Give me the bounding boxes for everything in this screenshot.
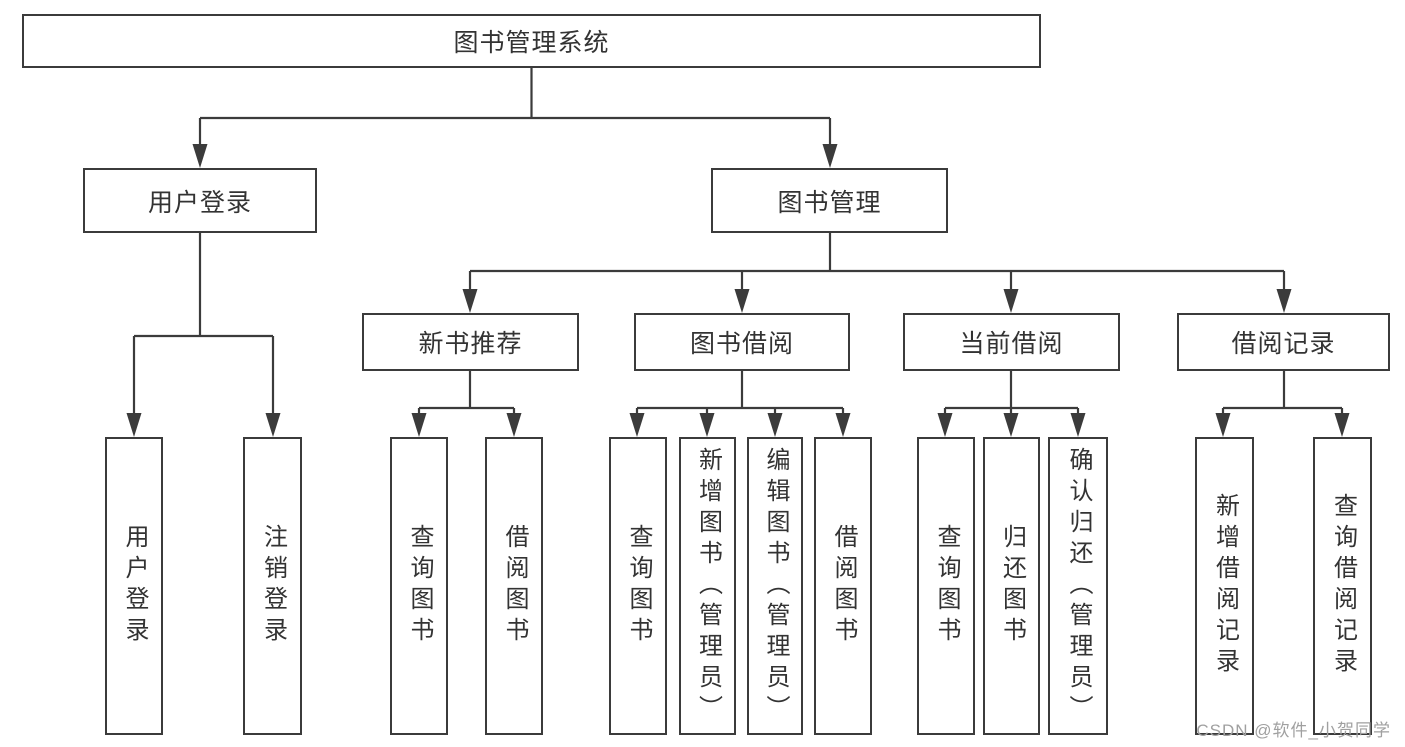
node-borrow-records: 借阅记录 xyxy=(1177,313,1390,371)
leaf-borrow-books-recommend-label: 借阅图书 xyxy=(501,524,528,648)
node-user-login: 用户登录 xyxy=(83,168,317,233)
leaf-return-book-label: 归还图书 xyxy=(998,524,1026,648)
csdn-watermark: CSDN @软件_小贺同学 xyxy=(1196,721,1391,740)
leaf-borrow-books-borrow: 借阅图书 xyxy=(814,437,872,735)
leaf-logout-label: 注销登录 xyxy=(259,524,287,648)
node-root-label: 图书管理系统 xyxy=(453,29,610,57)
leaf-query-books-borrow-label: 查询图书 xyxy=(625,524,652,648)
leaf-borrow-books-borrow-label: 借阅图书 xyxy=(830,524,857,648)
node-borrow-records-label: 借阅记录 xyxy=(1231,330,1336,358)
node-new-book-recommend: 新书推荐 xyxy=(362,313,579,371)
node-book-borrow-label: 图书借阅 xyxy=(689,330,794,358)
leaf-edit-book-admin: 编辑图书（管理员） xyxy=(747,437,803,735)
leaf-add-borrow-record: 新增借阅记录 xyxy=(1195,437,1254,735)
leaf-query-books-current: 查询图书 xyxy=(917,437,975,735)
leaf-query-books-recommend-label: 查询图书 xyxy=(406,524,433,648)
node-current-borrow-label: 当前借阅 xyxy=(959,330,1064,358)
leaf-logout: 注销登录 xyxy=(243,437,302,735)
leaf-query-borrow-record: 查询借阅记录 xyxy=(1313,437,1372,735)
leaf-query-books-recommend: 查询图书 xyxy=(390,437,448,735)
leaf-add-book-admin: 新增图书（管理员） xyxy=(679,437,736,735)
node-user-login-label: 用户登录 xyxy=(147,188,252,217)
node-book-borrow: 图书借阅 xyxy=(634,313,850,371)
leaf-query-borrow-record-label: 查询借阅记录 xyxy=(1329,493,1357,679)
leaf-edit-book-admin-label: 编辑图书（管理员） xyxy=(762,446,789,726)
node-new-book-recommend-label: 新书推荐 xyxy=(418,330,523,358)
leaf-add-book-admin-label: 新增图书（管理员） xyxy=(694,446,722,726)
node-current-borrow: 当前借阅 xyxy=(903,313,1120,371)
leaf-user-login: 用户登录 xyxy=(105,437,163,735)
node-book-management-label: 图书管理 xyxy=(777,188,882,217)
leaf-query-books-borrow: 查询图书 xyxy=(609,437,667,735)
node-book-management: 图书管理 xyxy=(711,168,948,233)
leaf-user-login-label: 用户登录 xyxy=(121,524,148,648)
leaf-query-books-current-label: 查询图书 xyxy=(933,524,960,648)
leaf-confirm-return-admin-label: 确认归还（管理员） xyxy=(1065,446,1092,726)
leaf-return-book: 归还图书 xyxy=(983,437,1040,735)
leaf-borrow-books-recommend: 借阅图书 xyxy=(485,437,543,735)
leaf-add-borrow-record-label: 新增借阅记录 xyxy=(1211,493,1239,679)
node-root: 图书管理系统 xyxy=(22,14,1041,68)
leaf-confirm-return-admin: 确认归还（管理员） xyxy=(1048,437,1108,735)
